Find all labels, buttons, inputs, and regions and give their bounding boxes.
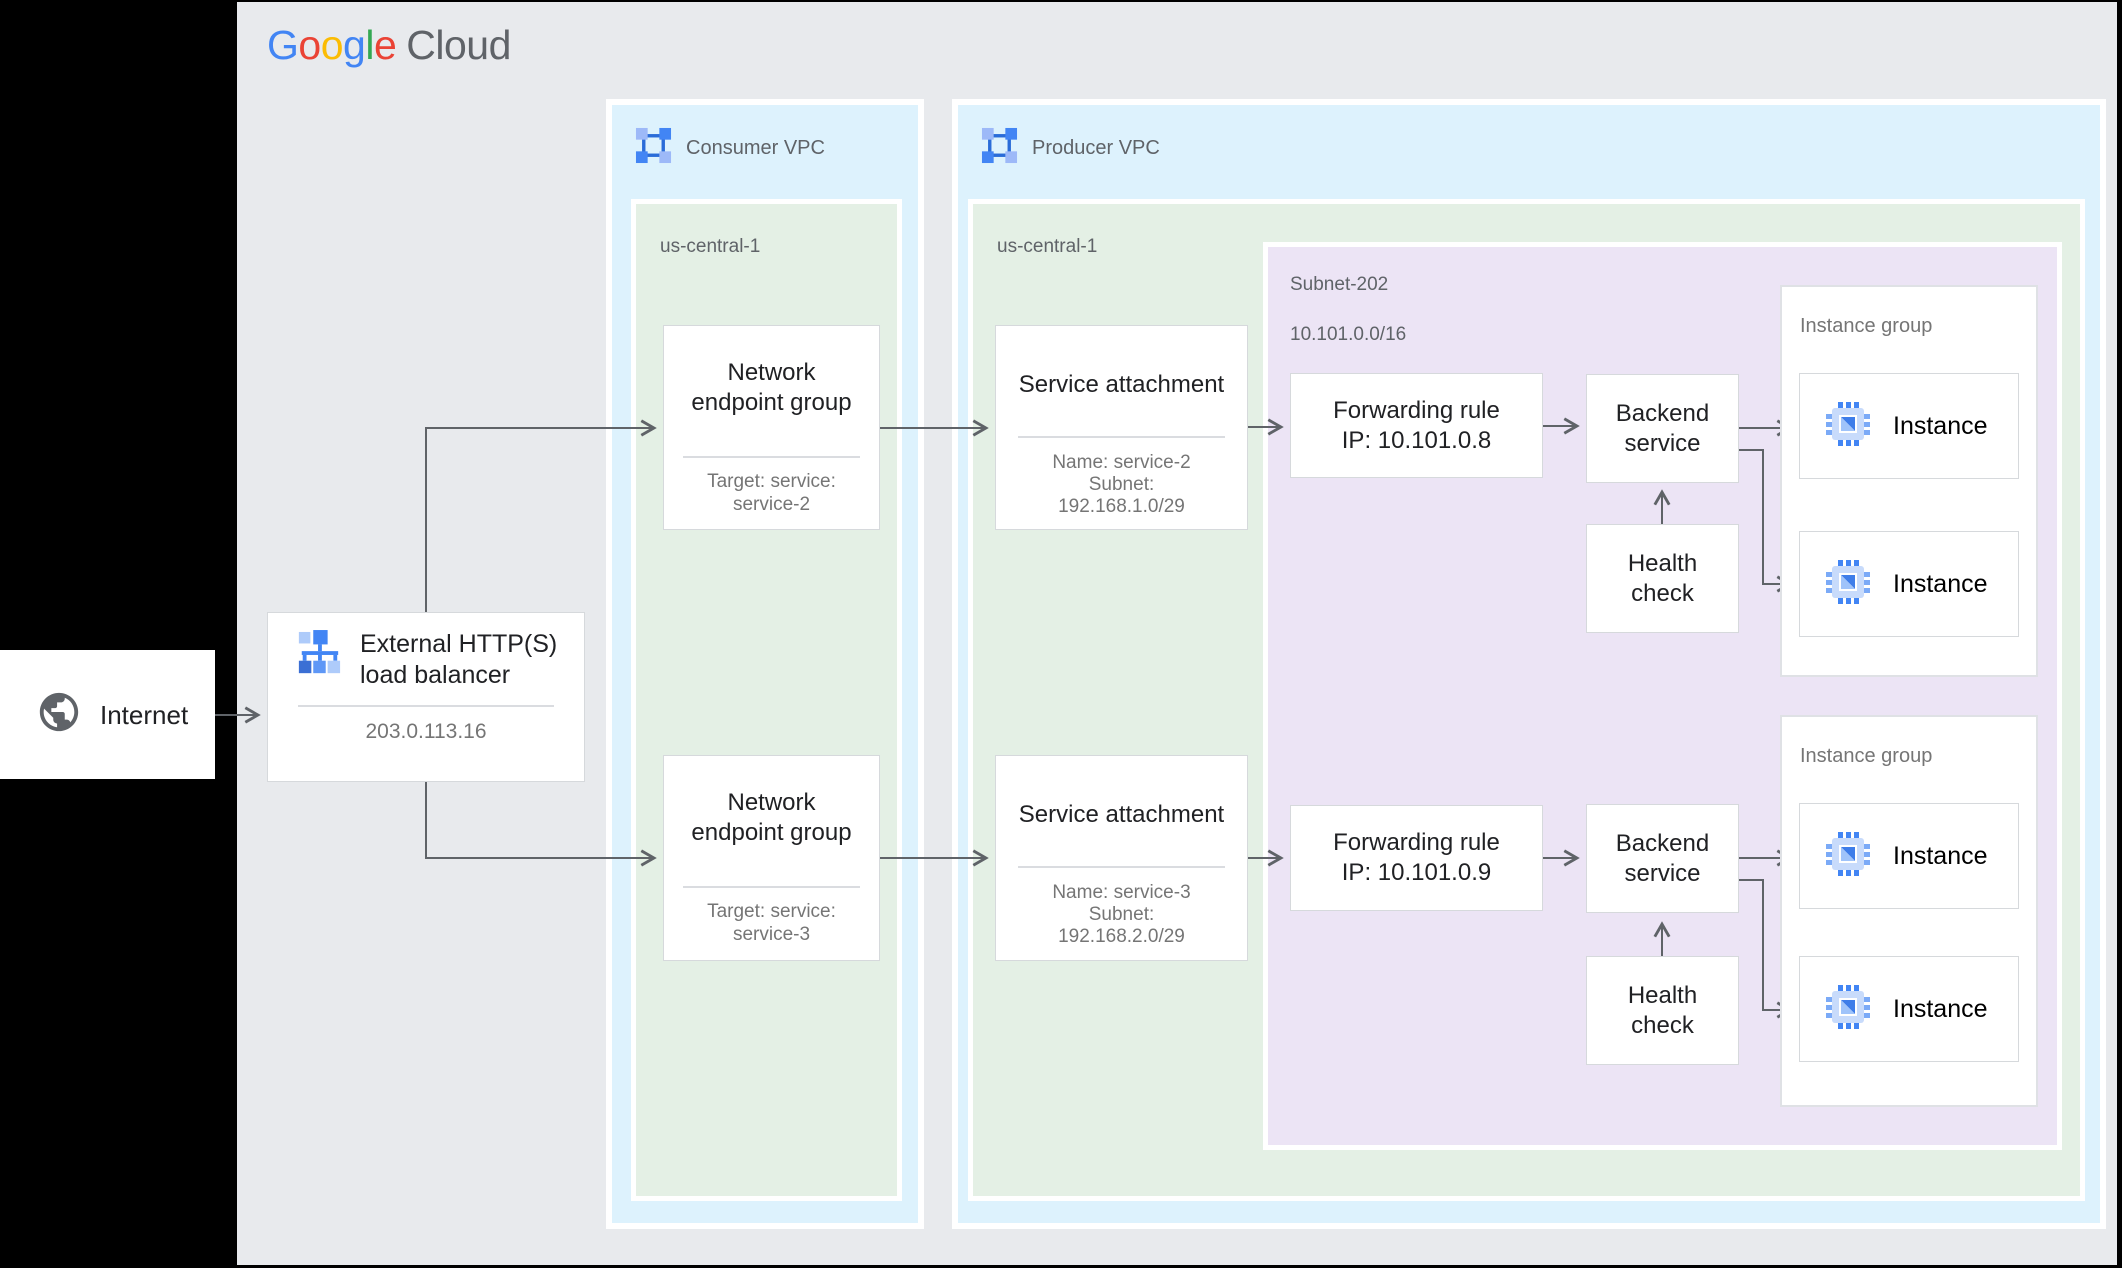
load-balancer-ip: 203.0.113.16 xyxy=(365,720,487,743)
divider xyxy=(683,456,860,458)
lb-title-line2: load balancer xyxy=(360,661,511,689)
logo-letter: o xyxy=(320,22,344,68)
globe-icon xyxy=(36,689,82,740)
lb-title-line1: External HTTP(S) xyxy=(360,630,558,658)
neg-title-line2: endpoint group xyxy=(691,819,852,846)
sa-subnet-cidr: 192.168.1.0/29 xyxy=(1058,496,1185,517)
sa-title: Service attachment xyxy=(1018,801,1225,828)
divider xyxy=(683,886,860,888)
neg-target-line1: Target: service: xyxy=(707,901,836,922)
producer-vpc-header: Producer VPC xyxy=(958,105,2100,169)
neg-target-line2: service-3 xyxy=(732,924,811,945)
divider xyxy=(1018,866,1225,868)
network-endpoint-group-1: Network endpoint group Target: service:se… xyxy=(663,325,880,530)
compute-chip-icon xyxy=(1825,401,1871,452)
network-endpoint-group-2: Network endpoint group Target: service:se… xyxy=(663,755,880,961)
sa-name: Name: service-3 xyxy=(1052,882,1191,903)
instance-box: Instance xyxy=(1799,373,2019,479)
logo-letter: e xyxy=(373,22,397,68)
neg-title: Network endpoint group xyxy=(664,788,879,848)
bs-title-line2: service xyxy=(1624,429,1701,457)
compute-chip-icon xyxy=(1825,831,1871,882)
instance-box: Instance xyxy=(1799,803,2019,909)
divider xyxy=(1018,436,1225,438)
sa-title: Service attachment xyxy=(1018,371,1225,398)
instance-label: Instance xyxy=(1893,569,1988,598)
instance-group-1: Instance group In xyxy=(1780,285,2038,677)
bs-title-line2: service xyxy=(1624,859,1701,887)
fr-title-line1: Forwarding rule xyxy=(1333,396,1500,424)
load-balancer-title: External HTTP(S) load balancer xyxy=(360,629,557,691)
vpc-icon xyxy=(981,127,1018,169)
internet-label: Internet xyxy=(100,699,189,730)
bs-title-line1: Backend xyxy=(1615,399,1710,427)
sa-subnet-label: Subnet: xyxy=(1088,904,1155,925)
neg-target-line1: Target: service: xyxy=(707,471,836,492)
compute-chip-icon xyxy=(1825,559,1871,610)
bs-title-line1: Backend xyxy=(1615,829,1710,857)
sa-subnet-cidr: 192.168.2.0/29 xyxy=(1058,926,1185,947)
logo-letter: g xyxy=(343,22,366,68)
divider xyxy=(298,705,554,707)
instance-label: Instance xyxy=(1893,994,1988,1023)
compute-chip-icon xyxy=(1825,984,1871,1035)
sa-subnet-label: Subnet: xyxy=(1088,474,1155,495)
neg-title: Network endpoint group xyxy=(664,358,879,418)
neg-title-line1: Network xyxy=(727,359,816,386)
internet-box: Internet xyxy=(0,650,215,779)
fr-ip: IP: 10.101.0.9 xyxy=(1341,859,1492,886)
instance-box: Instance xyxy=(1799,956,2019,1062)
instance-group-label: Instance group xyxy=(1800,745,1933,767)
hc-title-line2: check xyxy=(1631,579,1694,607)
consumer-vpc-label: Consumer VPC xyxy=(686,136,825,159)
hc-title-line1: Health xyxy=(1627,549,1698,577)
fr-title-line1: Forwarding rule xyxy=(1333,829,1500,856)
load-balancer-box: External HTTP(S) load balancer 203.0.113.… xyxy=(267,612,585,782)
instance-group-2: Instance group In xyxy=(1780,715,2038,1107)
instance-group-label: Instance group xyxy=(1800,315,1933,337)
subnet-name: Subnet-202 xyxy=(1290,274,1389,295)
logo-cloud-word: Cloud xyxy=(406,22,511,68)
hc-title-line1: Health xyxy=(1627,981,1698,1009)
sa-name: Name: service-2 xyxy=(1052,452,1191,473)
vpc-icon xyxy=(635,127,672,169)
instance-label: Instance xyxy=(1893,411,1988,440)
logo-letter: G xyxy=(267,22,299,68)
load-balancer-icon xyxy=(296,629,342,684)
hc-title-line2: check xyxy=(1631,1011,1694,1039)
fr-ip: IP: 10.101.0.8 xyxy=(1341,426,1492,454)
logo-letter: l xyxy=(365,22,374,68)
instance-label: Instance xyxy=(1893,841,1988,870)
neg-target: Target: service:service-2 xyxy=(664,470,879,516)
neg-target: Target: service:service-3 xyxy=(664,900,879,946)
instance-box: Instance xyxy=(1799,531,2019,637)
consumer-vpc-header: Consumer VPC xyxy=(612,105,918,169)
subnet-label: Subnet-202 10.101.0.0/16 xyxy=(1268,247,2057,347)
producer-region-label: us-central-1 xyxy=(997,236,1098,257)
subnet-cidr: 10.101.0.0/16 xyxy=(1290,324,1407,345)
neg-target-line2: service-2 xyxy=(732,494,811,515)
logo-letter: o xyxy=(298,22,321,68)
producer-vpc-label: Producer VPC xyxy=(1032,136,1160,159)
neg-title-line1: Network xyxy=(727,789,816,816)
neg-title-line2: endpoint group xyxy=(691,389,852,416)
consumer-region-label: us-central-1 xyxy=(660,236,761,257)
